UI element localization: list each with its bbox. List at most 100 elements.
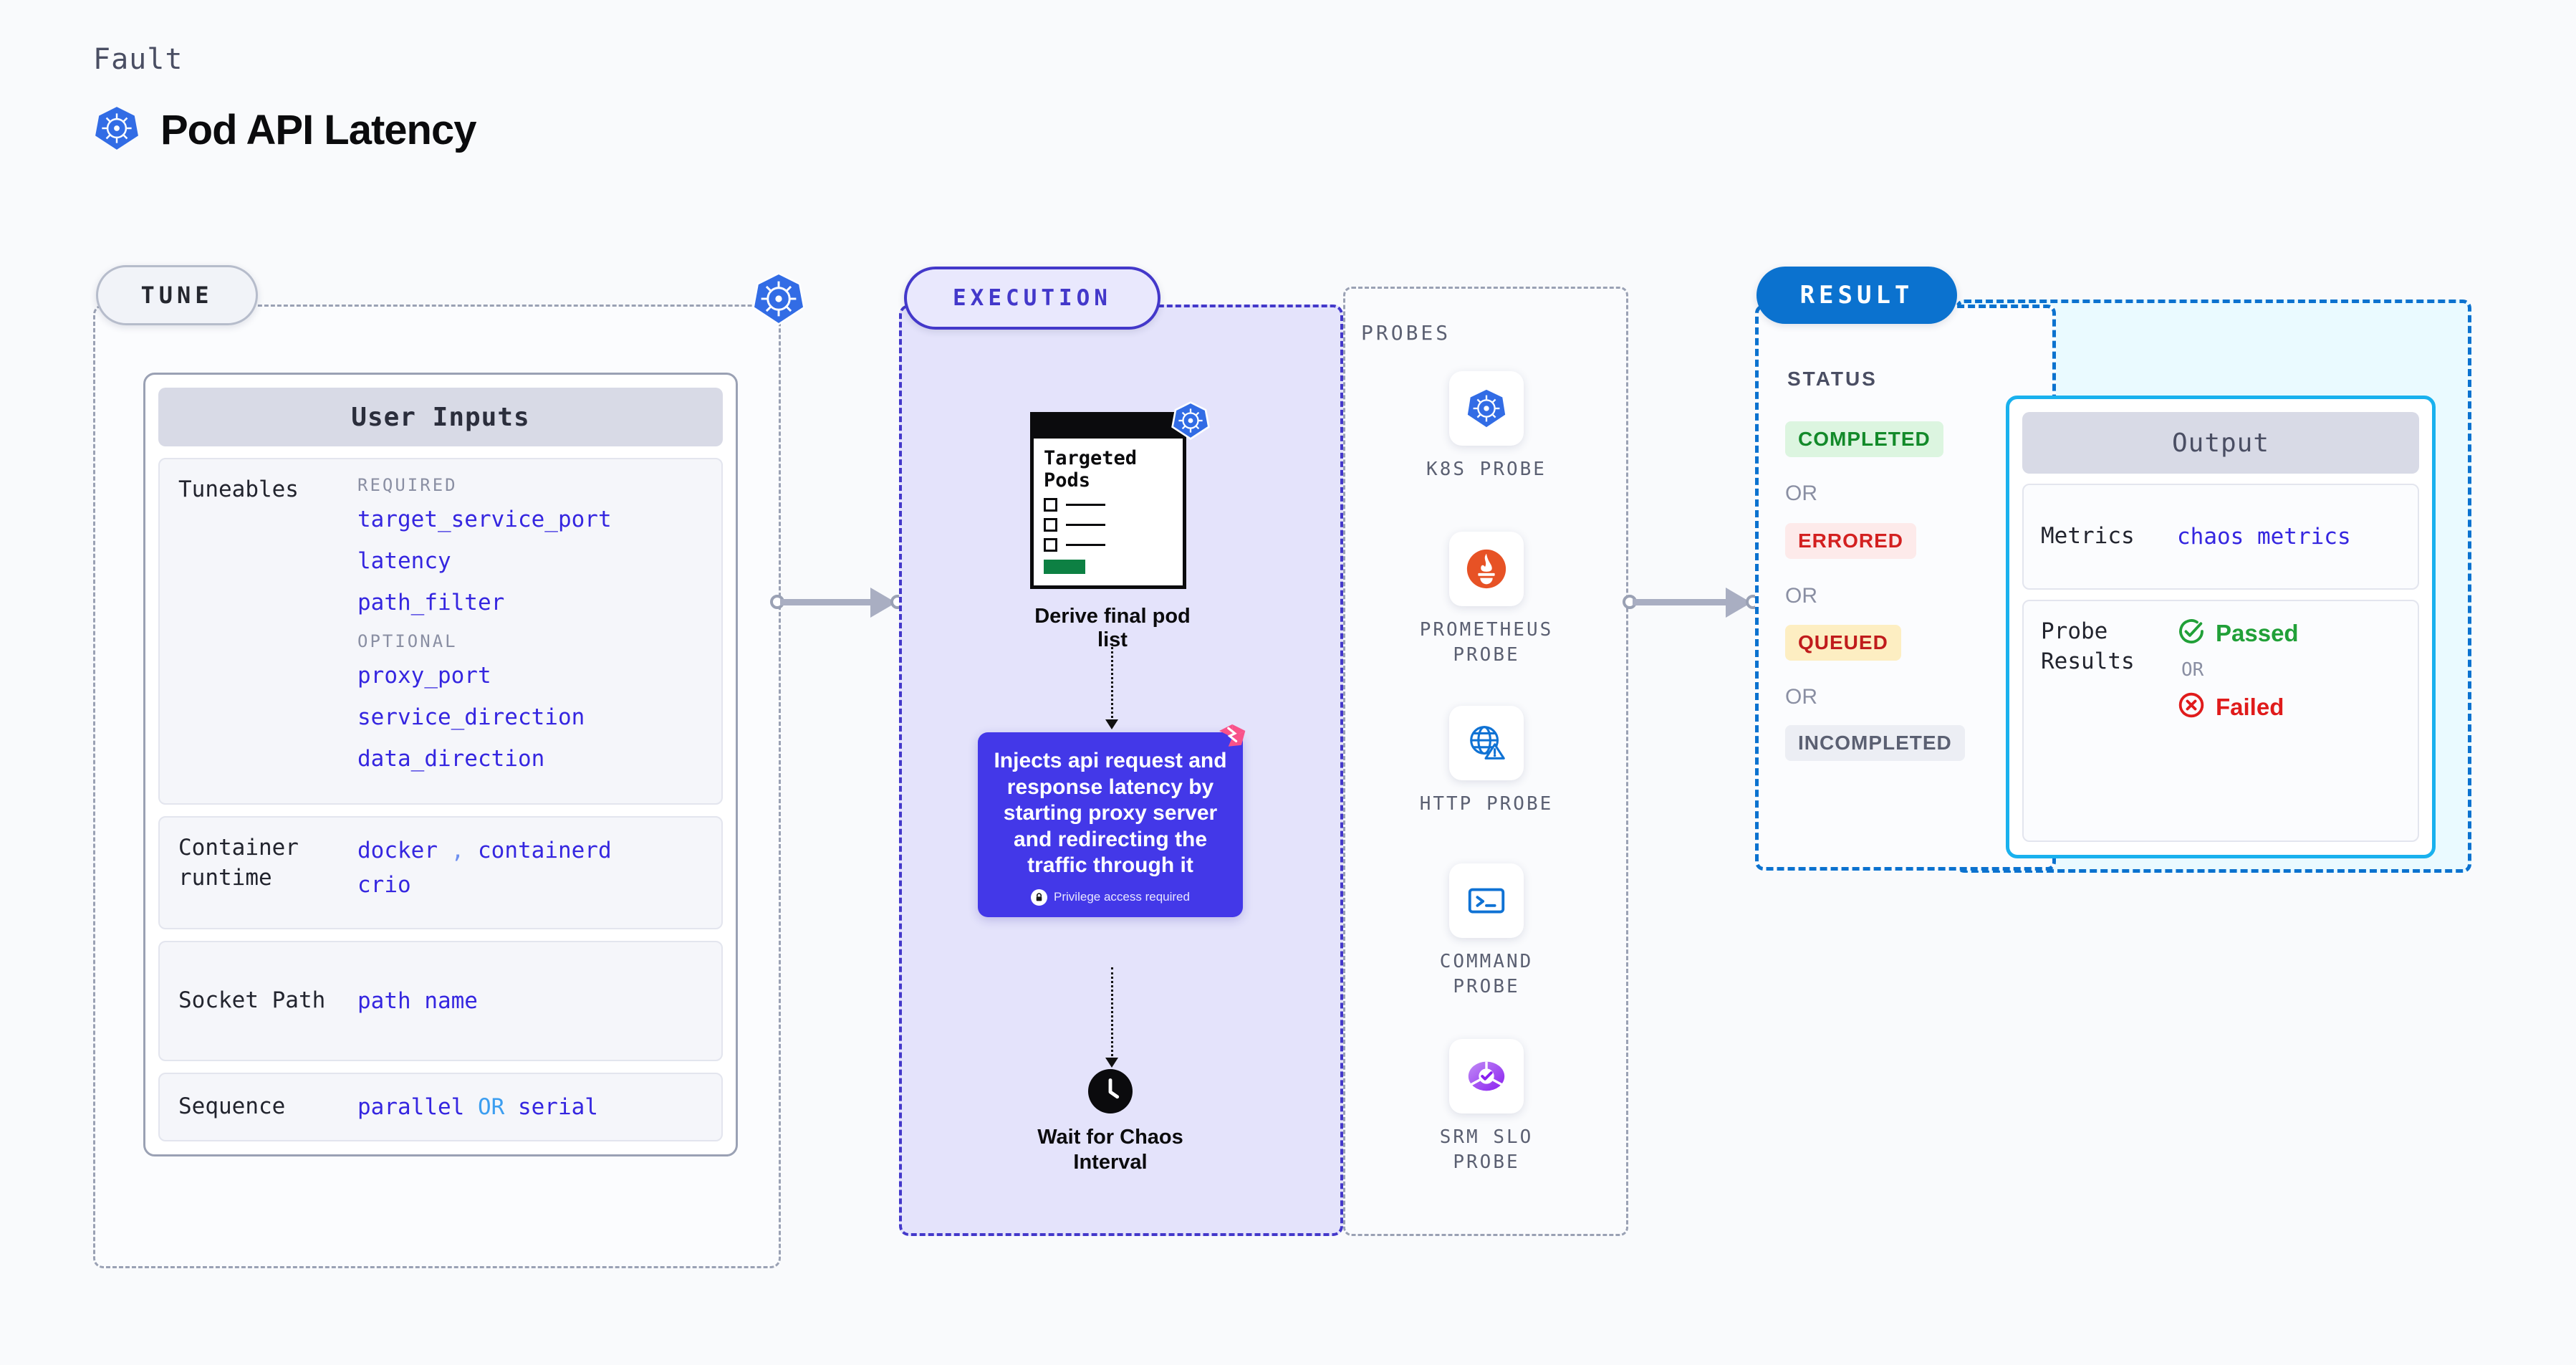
probe-item-k8s[interactable]: K8S PROBE	[1400, 371, 1572, 482]
tuneable-data-direction[interactable]: data_direction	[357, 746, 545, 772]
status-or-3: OR	[1785, 685, 1817, 709]
metrics-block: Metrics chaos metrics	[2022, 484, 2419, 590]
lock-icon	[1031, 889, 1048, 906]
status-or-1: OR	[1785, 482, 1817, 505]
probe-results-block: Probe Results Passed OR	[2022, 600, 2419, 842]
wait-chaos-node: Wait for Chaos Interval	[1021, 1069, 1200, 1176]
runtime-separator: ,	[451, 838, 465, 863]
probe-label: SRM SLO PROBE	[1439, 1126, 1534, 1174]
flow-arrow-down	[1105, 719, 1118, 729]
connector-execution-result	[1623, 580, 1762, 623]
kubernetes-icon	[1171, 401, 1211, 441]
sequence-label: Sequence	[178, 1093, 286, 1120]
kubernetes-icon	[93, 105, 140, 155]
user-inputs-title: User Inputs	[158, 388, 723, 446]
probe-item-prometheus[interactable]: PROMETHEUS PROBE	[1400, 532, 1572, 668]
probe-label: HTTP PROBE	[1419, 793, 1554, 815]
tuneables-block: Tuneables REQUIRED target_service_port l…	[158, 458, 723, 805]
optional-group-title: OPTIONAL	[357, 631, 458, 651]
tune-stage-pill[interactable]: TUNE	[96, 265, 258, 325]
probes-section-label: PROBES	[1361, 321, 1451, 345]
pod-progress-bar	[1044, 560, 1085, 575]
probe-result-passed: Passed	[2177, 617, 2400, 649]
probe-label: COMMAND PROBE	[1439, 951, 1534, 998]
sequence-parallel[interactable]: parallel	[357, 1094, 465, 1120]
derive-pod-list-caption: Derive final pod list	[1034, 605, 1191, 652]
checkbox-icon	[1044, 518, 1057, 532]
status-section-label: STATUS	[1787, 368, 1878, 390]
pod-line	[1066, 544, 1105, 547]
output-title: Output	[2022, 412, 2419, 474]
terminal-icon	[1449, 863, 1524, 938]
tuneable-latency[interactable]: latency	[357, 548, 451, 574]
passed-label: Passed	[2216, 619, 2299, 646]
prometheus-icon	[1449, 532, 1524, 606]
checkbox-icon	[1044, 498, 1057, 512]
targeted-pods-node: Targeted Pods Derive final pod list	[1030, 401, 1210, 652]
connector-bar	[1633, 599, 1729, 605]
probe-item-http[interactable]: HTTP PROBE	[1400, 706, 1572, 817]
execution-stage-pill[interactable]: EXECUTION	[904, 267, 1160, 330]
tuneables-label: Tuneables	[178, 476, 299, 502]
harness-logo-icon	[1213, 717, 1254, 758]
kubernetes-icon	[751, 271, 807, 327]
runtime-docker[interactable]: docker	[357, 838, 438, 863]
probe-label: K8S PROBE	[1426, 459, 1547, 480]
probe-item-srm-slo[interactable]: SRM SLO PROBE	[1400, 1039, 1572, 1175]
wait-chaos-caption: Wait for Chaos Interval	[1037, 1126, 1183, 1174]
fault-eyebrow: Fault	[93, 43, 183, 76]
pod-list-item	[1044, 518, 1173, 532]
socket-path-block: Socket Path path name	[158, 941, 723, 1061]
http-globe-icon	[1449, 706, 1524, 780]
metrics-label: Metrics	[2041, 523, 2135, 550]
status-badge-completed: COMPLETED	[1785, 421, 1943, 457]
container-runtime-label: Container runtime	[178, 835, 299, 891]
status-badge-errored: ERRORED	[1785, 523, 1917, 559]
privilege-access-text: Privilege access required	[1054, 890, 1190, 904]
x-circle-icon	[2177, 691, 2206, 723]
flow-arrow-down	[1105, 1058, 1118, 1068]
tuneable-path-filter[interactable]: path_filter	[357, 590, 505, 616]
targeted-pods-title: Targeted Pods	[1044, 447, 1138, 492]
tuneable-proxy-port[interactable]: proxy_port	[357, 663, 491, 689]
tuneable-target-service-port[interactable]: target_service_port	[357, 507, 612, 532]
checkbox-icon	[1044, 538, 1057, 552]
inject-description: Injects api request and response latency…	[994, 749, 1227, 878]
probe-item-command[interactable]: COMMAND PROBE	[1400, 863, 1572, 1000]
connector-tune-execution	[770, 580, 906, 623]
check-circle-icon	[2177, 617, 2206, 649]
kubernetes-icon	[1449, 371, 1524, 446]
flow-line-pods-to-inject	[1111, 643, 1113, 722]
inject-fault-card: Injects api request and response latency…	[978, 724, 1246, 917]
socket-path-value[interactable]: path name	[357, 987, 478, 1014]
pod-list-item	[1044, 538, 1173, 552]
connector-bar	[780, 599, 873, 605]
socket-path-label: Socket Path	[178, 987, 326, 1014]
clock-icon	[1088, 1069, 1133, 1113]
probe-results-label: Probe Results	[2041, 618, 2135, 674]
probe-label: PROMETHEUS PROBE	[1419, 619, 1554, 666]
user-inputs-card: User Inputs Tuneables REQUIRED target_se…	[143, 373, 738, 1157]
sequence-serial[interactable]: serial	[517, 1094, 598, 1120]
metrics-value[interactable]: chaos metrics	[2177, 524, 2351, 550]
srm-slo-icon	[1449, 1039, 1524, 1113]
status-badge-queued: QUEUED	[1785, 625, 1901, 661]
failed-label: Failed	[2216, 693, 2284, 720]
pod-list-item	[1044, 498, 1173, 512]
runtime-crio[interactable]: crio	[357, 872, 411, 899]
result-stage-pill[interactable]: RESULT	[1756, 267, 1957, 324]
targeted-pods-card: Targeted Pods	[1030, 412, 1186, 590]
pods-card-titlebar	[1034, 416, 1183, 439]
page-title: Pod API Latency	[160, 107, 477, 153]
required-group-title: REQUIRED	[357, 475, 458, 495]
pod-line	[1066, 524, 1105, 527]
sequence-or: OR	[477, 1094, 505, 1120]
tuneable-service-direction[interactable]: service_direction	[357, 704, 585, 730]
container-runtime-block: Container runtime docker , containerd cr…	[158, 816, 723, 929]
probe-result-failed: Failed	[2177, 691, 2400, 723]
flow-line-inject-to-wait	[1111, 967, 1113, 1060]
sequence-block: Sequence parallel OR serial	[158, 1073, 723, 1142]
runtime-containerd[interactable]: containerd	[478, 838, 612, 863]
status-or-2: OR	[1785, 584, 1817, 608]
status-badge-incompleted: INCOMPLETED	[1785, 725, 1965, 761]
